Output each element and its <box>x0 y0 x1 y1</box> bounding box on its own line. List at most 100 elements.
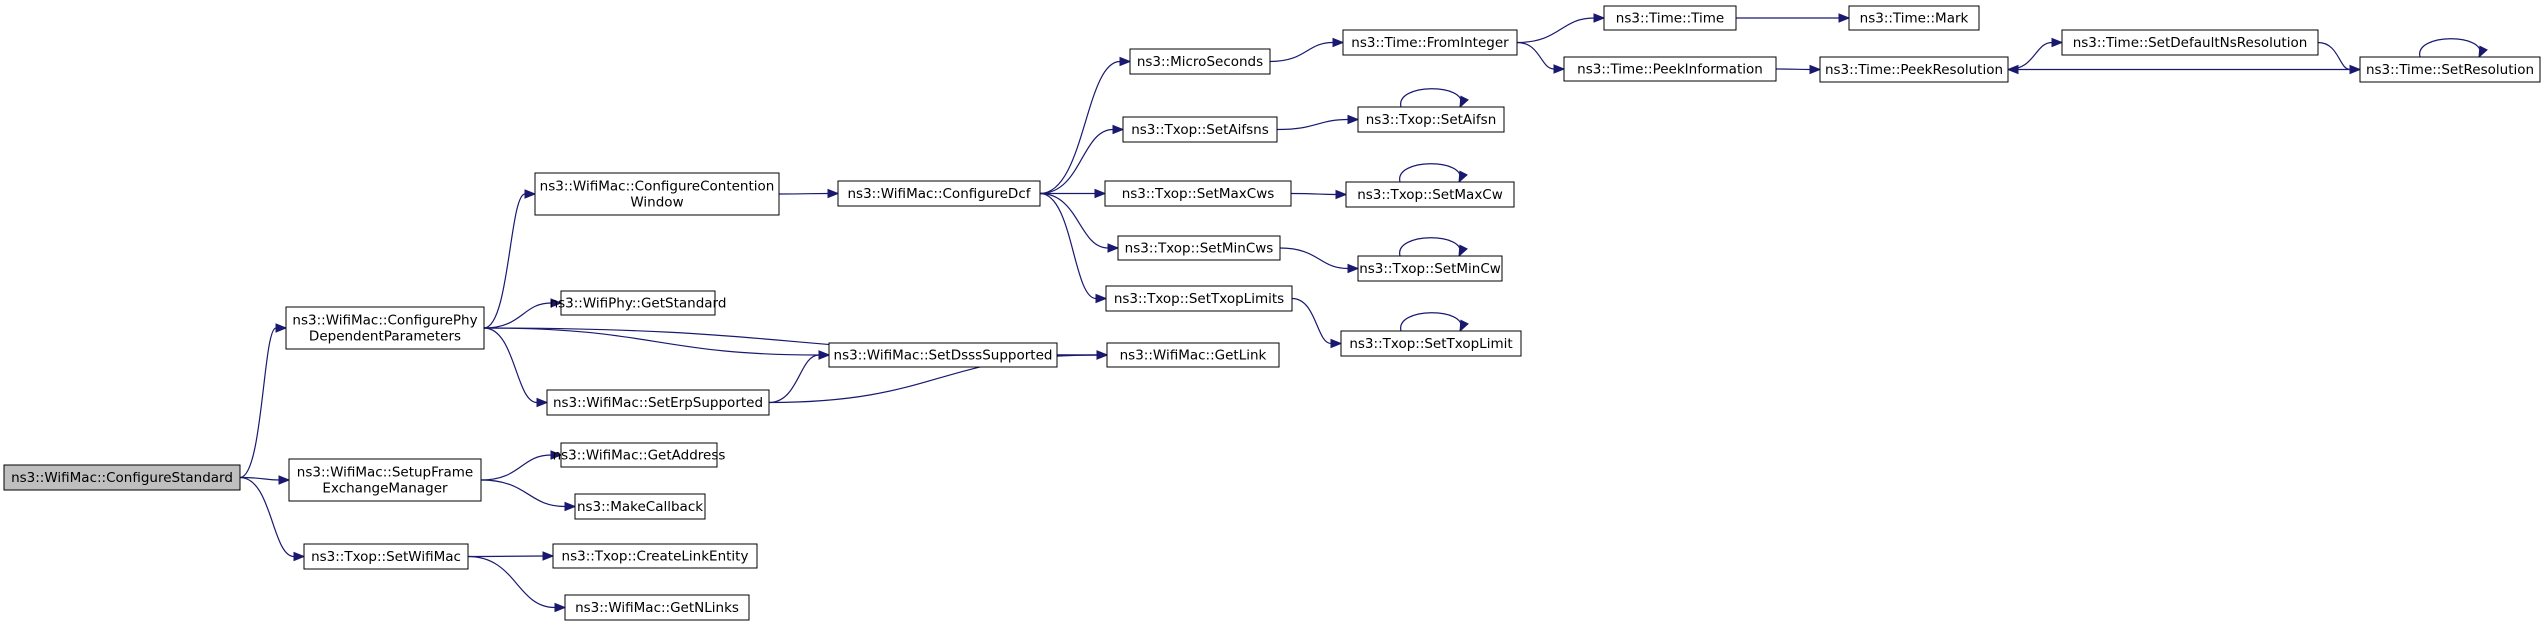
node-set-max-cw[interactable]: ns3::Txop::SetMaxCw <box>1345 181 1515 208</box>
node-box <box>1104 180 1292 207</box>
node-label: Window <box>630 195 683 211</box>
node-label: ns3::WifiPhy::GetStandard <box>550 296 727 312</box>
edge-micro_seconds-to-time_from_integer-arrowhead <box>1332 37 1345 48</box>
node-label: ns3::Txop::SetTxopLimit <box>1349 336 1512 352</box>
node-label: ExchangeManager <box>322 481 448 497</box>
node-label: ns3::Txop::SetMinCw <box>1359 261 1501 277</box>
node-box <box>534 172 780 216</box>
edge-configure_standard-to-setup_frame_exchange-arrowhead <box>278 475 291 485</box>
node-micro-seconds[interactable]: ns3::MicroSeconds <box>1129 48 1271 75</box>
node-label: ns3::Txop::SetWifiMac <box>311 549 461 565</box>
edge-time_peek_information-to-time_peek_resolution <box>1775 68 1811 71</box>
edge-set_erp_supported-to-set_dsss_supported-arrowhead <box>818 350 831 360</box>
edge-configure_dcf-to-set_max_cws-arrowhead <box>1094 188 1107 199</box>
node-time-set-default-ns-resolution[interactable]: ns3::Time::SetDefaultNsResolution <box>2061 29 2319 56</box>
edge-time_set_resolution-to-time_set_resolution-arrowhead <box>2478 45 2488 59</box>
node-box <box>564 594 750 621</box>
node-label: ns3::WifiMac::ConfigureContention <box>540 179 775 195</box>
edge-time_set_default_ns_resolution-to-time_set_resolution <box>2317 41 2351 71</box>
node-box <box>1603 5 1737 31</box>
node-label: ns3::Time::Mark <box>1860 11 1969 27</box>
node-box <box>1819 56 2009 83</box>
edge-time_from_integer-to-time_peek_information-arrowhead <box>1553 64 1566 74</box>
node-box <box>1122 116 1278 143</box>
node-time-set-resolution[interactable]: ns3::Time::SetResolution <box>2359 56 2541 83</box>
edge-set_min_cws-to-set_min_cw-arrowhead <box>1347 263 1360 274</box>
node-time-peek-resolution[interactable]: ns3::Time::PeekResolution <box>1819 56 2009 83</box>
node-time-mark[interactable]: ns3::Time::Mark <box>1848 5 1980 31</box>
node-label: ns3::WifiMac::GetNLinks <box>575 600 739 616</box>
node-box <box>1563 56 1777 82</box>
edge-txop_set_wifi_mac-to-create_link_entity <box>467 555 544 558</box>
node-label: ns3::Time::PeekInformation <box>1577 62 1763 78</box>
node-label: ns3::Txop::SetMaxCws <box>1122 186 1275 202</box>
edge-configure_dcf-to-set_min_cws <box>1039 192 1109 249</box>
edge-set_max_cws-to-set_max_cw-arrowhead <box>1335 189 1348 200</box>
edge-set_min_cws-to-set_min_cw <box>1279 247 1349 270</box>
node-configure-dcf[interactable]: ns3::WifiMac::ConfigureDcf <box>837 180 1041 207</box>
node-txop-set-wifi-mac[interactable]: ns3::Txop::SetWifiMac <box>303 543 469 570</box>
edge-set_txop_limit-to-set_txop_limit <box>1400 312 1462 332</box>
edge-configure_contention_window-to-configure_dcf-arrowhead <box>827 188 840 199</box>
node-set-min-cws[interactable]: ns3::Txop::SetMinCws <box>1117 235 1281 261</box>
edge-configure_phy_dependent-to-configure_contention_window-arrowhead <box>524 189 537 199</box>
edge-configure_dcf-to-set_aifsns-arrowhead <box>1112 124 1125 135</box>
edge-set_max_cw-to-set_max_cw <box>1399 163 1461 183</box>
node-label: ns3::Txop::SetTxopLimits <box>1114 291 1284 307</box>
node-get-address[interactable]: ns3::WifiMac::GetAddress <box>553 442 726 468</box>
node-label: ns3::Time::FromInteger <box>1351 35 1509 51</box>
edge-configure_phy_dependent-to-wifiphy_get_standard <box>483 302 552 329</box>
node-label: ns3::WifiMac::ConfigurePhy <box>292 313 477 329</box>
edge-configure_standard-to-configure_phy_dependent-arrowhead <box>275 323 288 333</box>
edge-set_txop_limits-to-set_txop_limit <box>1291 297 1332 345</box>
node-configure-standard[interactable]: ns3::WifiMac::ConfigureStandard <box>3 464 241 491</box>
edge-micro_seconds-to-time_from_integer <box>1269 41 1334 63</box>
node-create-link-entity[interactable]: ns3::Txop::CreateLinkEntity <box>552 543 758 569</box>
edge-time_time-to-time_mark-arrowhead <box>1838 13 1851 23</box>
node-set-dsss-supported[interactable]: ns3::WifiMac::SetDsssSupported <box>828 342 1058 368</box>
node-set-min-cw[interactable]: ns3::Txop::SetMinCw <box>1357 255 1503 282</box>
node-box <box>1345 181 1515 208</box>
node-label: ns3::WifiMac::GetAddress <box>553 448 726 464</box>
node-box <box>1357 255 1503 282</box>
node-set-txop-limit[interactable]: ns3::Txop::SetTxopLimit <box>1340 330 1522 357</box>
edge-configure_dcf-to-set_min_cws-arrowhead <box>1107 243 1120 253</box>
node-set-txop-limits[interactable]: ns3::Txop::SetTxopLimits <box>1105 285 1293 312</box>
edge-configure_dcf-to-micro_seconds-arrowhead <box>1119 56 1132 67</box>
node-label: ns3::Txop::SetMinCws <box>1125 241 1274 257</box>
edge-time_from_integer-to-time_time-arrowhead <box>1593 13 1606 23</box>
edge-configure_dcf-to-set_txop_limits-arrowhead <box>1095 293 1108 304</box>
node-label: ns3::Txop::CreateLinkEntity <box>562 549 749 565</box>
node-label: ns3::Txop::SetAifsns <box>1131 122 1269 138</box>
edge-set_max_cw-to-set_max_cw-arrowhead <box>1458 170 1468 184</box>
node-get-n-links[interactable]: ns3::WifiMac::GetNLinks <box>564 594 750 621</box>
node-set-aifsn[interactable]: ns3::Txop::SetAifsn <box>1357 106 1505 133</box>
node-set-erp-supported[interactable]: ns3::WifiMac::SetErpSupported <box>546 389 770 416</box>
node-make-callback[interactable]: ns3::MakeCallback <box>574 493 706 520</box>
edge-setup_frame_exchange-to-get_address-arrowhead <box>550 450 563 460</box>
node-time-time[interactable]: ns3::Time::Time <box>1603 5 1737 31</box>
node-time-peek-information[interactable]: ns3::Time::PeekInformation <box>1563 56 1777 82</box>
edge-configure_standard-to-txop_set_wifi_mac <box>239 476 295 558</box>
edge-set_min_cw-to-set_min_cw-arrowhead <box>1458 244 1468 258</box>
edge-time_from_integer-to-time_peek_information <box>1516 41 1555 70</box>
node-set-max-cws[interactable]: ns3::Txop::SetMaxCws <box>1104 180 1292 207</box>
node-box <box>303 543 469 570</box>
node-time-from-integer[interactable]: ns3::Time::FromInteger <box>1342 29 1518 56</box>
node-box <box>560 442 718 468</box>
node-label: ns3::Txop::SetMaxCw <box>1357 187 1503 203</box>
node-box <box>1357 106 1505 133</box>
edge-txop_set_wifi_mac-to-get_n_links <box>467 555 556 609</box>
edge-configure_dcf-to-micro_seconds <box>1039 60 1121 195</box>
node-wifiphy-get-standard[interactable]: ns3::WifiPhy::GetStandard <box>550 290 727 316</box>
node-set-aifsns[interactable]: ns3::Txop::SetAifsns <box>1122 116 1278 143</box>
node-box <box>828 342 1058 368</box>
edge-set_min_cw-to-set_min_cw <box>1399 237 1461 257</box>
node-configure-phy-dependent[interactable]: ns3::WifiMac::ConfigurePhyDependentParam… <box>285 306 485 350</box>
edge-setup_frame_exchange-to-get_address <box>480 454 552 481</box>
node-box <box>546 389 770 416</box>
node-get-link[interactable]: ns3::WifiMac::GetLink <box>1106 342 1280 368</box>
edge-configure_standard-to-txop_set_wifi_mac-arrowhead <box>293 551 306 562</box>
